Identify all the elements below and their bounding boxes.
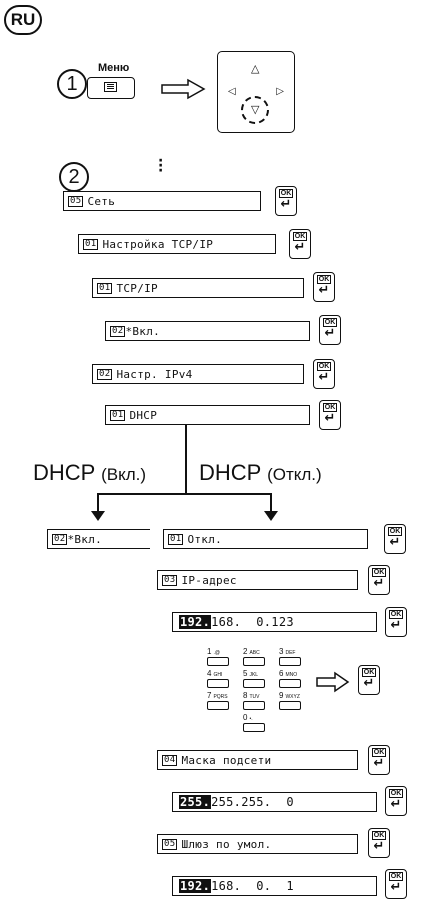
language-badge: RU <box>4 5 42 35</box>
branch-horizontal-line <box>97 493 271 495</box>
ok-button[interactable]: OK↵ <box>385 786 407 816</box>
ellipsis-vertical-icon: ··· <box>158 153 164 179</box>
ip-address-field[interactable]: 192.168. 0.123 <box>172 612 377 632</box>
ok-button[interactable]: OK↵ <box>289 229 311 259</box>
ok-button[interactable]: OK↵ <box>368 745 390 775</box>
step-2-marker: 2 <box>59 162 89 192</box>
menu-icon <box>104 82 117 92</box>
ok-button[interactable]: OK↵ <box>275 186 297 216</box>
keypad-key-body <box>279 679 301 688</box>
keypad-key-body <box>279 701 301 710</box>
ok-button[interactable]: OK↵ <box>384 524 406 554</box>
left-arrow-icon[interactable]: ◁ <box>228 86 236 97</box>
keypad-key-body <box>207 701 229 710</box>
ok-button[interactable]: OK↵ <box>368 565 390 595</box>
down-arrow-icon <box>264 511 278 521</box>
step-1-marker: 1 <box>57 69 87 99</box>
menu-label: Меню <box>98 62 130 74</box>
keypad-key-label: 0•. <box>243 713 253 722</box>
ok-button[interactable]: OK↵ <box>319 400 341 430</box>
keypad-key-body <box>243 701 265 710</box>
keypad-key-1[interactable]: 1.@ <box>207 647 229 666</box>
right-arrow-icon <box>316 671 350 693</box>
down-arrow-icon <box>91 511 105 521</box>
subnet-mask-field[interactable]: 255.255.255. 0 <box>172 792 377 812</box>
keypad-key-body <box>243 723 265 732</box>
ok-button[interactable]: OK↵ <box>313 359 335 389</box>
keypad-key-body <box>243 679 265 688</box>
down-arrow-icon[interactable]: ▽ <box>251 103 260 116</box>
down-highlight-circle <box>241 96 269 124</box>
right-arrow-icon <box>161 78 206 100</box>
ok-button[interactable]: OK↵ <box>385 607 407 637</box>
branch-label-off: DHCP (Откл.) <box>199 460 322 485</box>
ok-button[interactable]: OK↵ <box>385 869 407 899</box>
gateway-field[interactable]: 192.168. 0. 1 <box>172 876 377 896</box>
up-arrow-icon[interactable]: △ <box>251 62 260 75</box>
screen-dhcp-on: 02*Вкл. <box>47 529 150 549</box>
branch-left-line <box>97 493 99 515</box>
branch-line <box>185 425 187 494</box>
right-nav-arrow-icon[interactable]: ▷ <box>276 86 284 97</box>
branch-right-line <box>270 493 272 515</box>
keypad-key-body <box>207 679 229 688</box>
keypad-key-body <box>279 657 301 666</box>
keypad-key-body <box>207 657 229 666</box>
branch-label-on: DHCP (Вкл.) <box>33 460 147 485</box>
ok-button[interactable]: OK↵ <box>319 315 341 345</box>
keypad-key-label: 1.@ <box>207 647 220 656</box>
ok-button[interactable]: OK↵ <box>313 272 335 302</box>
menu-button[interactable] <box>87 77 135 99</box>
ok-button[interactable]: OK↵ <box>368 828 390 858</box>
keypad-key-0[interactable]: 0•. <box>243 713 265 732</box>
navigation-pad[interactable]: △ ◁ ▷ ▽ <box>217 51 295 133</box>
screen-tcpip-on: 02*Вкл. <box>105 321 310 341</box>
ok-button[interactable]: OK↵ <box>358 665 380 695</box>
keypad-key-body <box>243 657 265 666</box>
